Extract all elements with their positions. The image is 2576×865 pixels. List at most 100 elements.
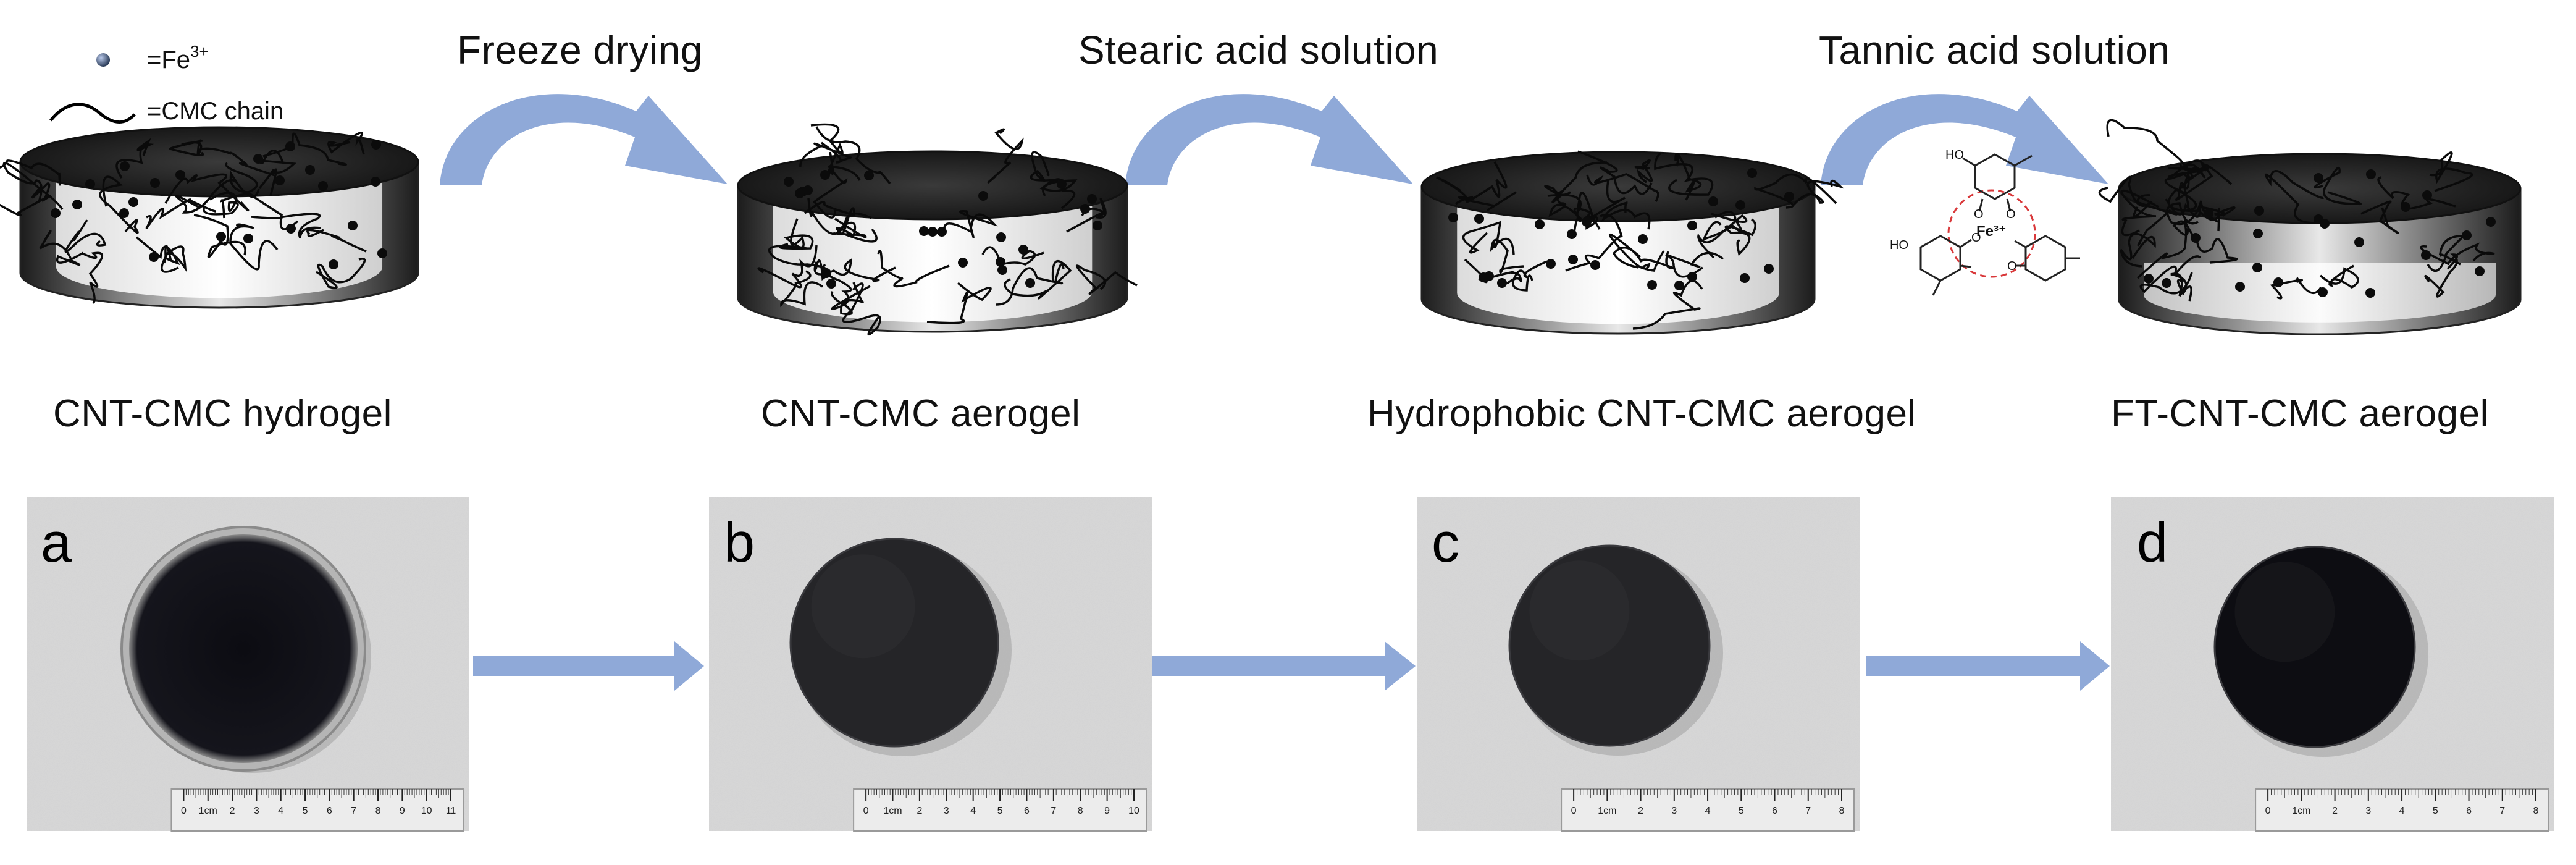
fe-node [285, 141, 295, 151]
disc-3 [1420, 150, 1845, 335]
fe-node [1747, 168, 1757, 178]
fe-node [2462, 230, 2472, 240]
fe-node [1784, 192, 1794, 201]
fe-ion-icon [96, 53, 110, 67]
fe-node [996, 257, 1005, 267]
fe-node [1535, 219, 1545, 229]
fe-node [1687, 221, 1697, 230]
ruler-tick-label: 7 [1805, 806, 1811, 816]
fe-node [2366, 169, 2376, 179]
ruler-tick-label: 6 [327, 806, 332, 816]
ruler-tick-label: 9 [1104, 806, 1110, 816]
fe-node [2252, 263, 2262, 272]
fe-node [820, 170, 830, 180]
fe-node [119, 208, 129, 218]
fe-node [243, 234, 253, 243]
legend-cmc-label: =CMC chain [147, 98, 284, 125]
fe-node [2273, 277, 2283, 287]
ruler-tick-label: 0 [863, 806, 869, 816]
stage-label-hydrophobic-aerogel: Hydrophobic CNT-CMC aerogel [1367, 392, 1916, 435]
curved-arrow-1 [440, 94, 728, 185]
fe-node [1638, 234, 1648, 244]
fe-node [253, 154, 263, 164]
fe-node [2422, 190, 2432, 200]
panel-letter-c: c [1432, 512, 1459, 574]
fe-node [120, 161, 130, 171]
ruler-tick-label: 4 [970, 806, 976, 816]
ruler-tick-label: 2 [2332, 806, 2338, 816]
fe-node [2253, 229, 2263, 238]
fe-node [1087, 194, 1097, 204]
fe-node [2204, 209, 2213, 219]
fe-node [329, 260, 338, 269]
ruler-tick-label: 2 [917, 806, 922, 816]
fe-node [1590, 260, 1600, 270]
fe-node [958, 258, 968, 268]
disc-top [737, 150, 1128, 221]
disc-cutaway [1457, 205, 1779, 324]
fe-node [72, 200, 82, 209]
panel-letter-b: b [724, 512, 755, 574]
fe-node [371, 177, 380, 187]
fe-node [51, 208, 61, 218]
molecule-fe-label: Fe³⁺ [1976, 223, 2007, 240]
ruler-tick-label: 10 [1128, 806, 1139, 816]
panel-letter-a: a [41, 512, 72, 574]
aerogel-highlight [811, 554, 915, 659]
ruler-tick-label: 8 [1078, 806, 1083, 816]
straight-arrow-1 [473, 641, 704, 691]
ruler-tick-label: 8 [2533, 806, 2539, 816]
stage-label-ft-aerogel: FT-CNT-CMC aerogel [2111, 392, 2489, 435]
fe-node [348, 221, 358, 230]
fe-node [150, 178, 160, 188]
ruler-tick-label: 7 [351, 806, 356, 816]
ruler-tick-label: 3 [1671, 806, 1677, 816]
legend-fe-label: =Fe3+ [147, 42, 209, 74]
fe-node [1735, 200, 1745, 210]
cmc-chains [0, 132, 367, 305]
tannic-fe-complex [1919, 153, 2080, 296]
fe-node [795, 188, 805, 198]
cmc-chains [757, 123, 1138, 335]
panel-letter-d: d [2137, 512, 2168, 574]
fe-node [997, 265, 1007, 275]
ruler-tick-label: 3 [944, 806, 949, 816]
fe-node [286, 224, 296, 234]
ruler-tick-label: 11 [446, 806, 456, 816]
ruler-tick-label: 8 [1839, 806, 1845, 816]
fe-node [85, 179, 95, 189]
fe-node [2191, 233, 2201, 243]
cmc-chains [1436, 150, 1845, 330]
ruler-tick-label: 4 [1705, 806, 1711, 816]
fe-node [1647, 280, 1657, 290]
ruler-tick-label: 2 [230, 806, 235, 816]
molecule-group-5: O [1971, 231, 1981, 245]
ruler-tick-label: 0 [181, 806, 187, 816]
straight-arrows [473, 641, 2110, 691]
fe-node [2144, 274, 2154, 284]
ruler-tick-label: 6 [2466, 806, 2472, 816]
fe-node [937, 227, 947, 237]
fe-node [2254, 206, 2264, 216]
stage-label-hydrogel: CNT-CMC hydrogel [53, 392, 392, 435]
fe-node [1474, 214, 1484, 224]
ruler-tick-label: 6 [1772, 806, 1777, 816]
fe-node [128, 197, 138, 207]
fe-node [1568, 255, 1578, 264]
fe-node [2320, 219, 2330, 229]
fe-node [1567, 229, 1577, 239]
fe-node [1479, 272, 1488, 282]
ruler-tick-label: 7 [1051, 806, 1056, 816]
fe-node [216, 232, 226, 242]
fe-node [371, 140, 381, 150]
fe-node [1080, 204, 1090, 214]
ruler-tick-label: 5 [1739, 806, 1744, 816]
curved-arrow-3 [1821, 94, 2108, 185]
fe-node [826, 279, 836, 289]
